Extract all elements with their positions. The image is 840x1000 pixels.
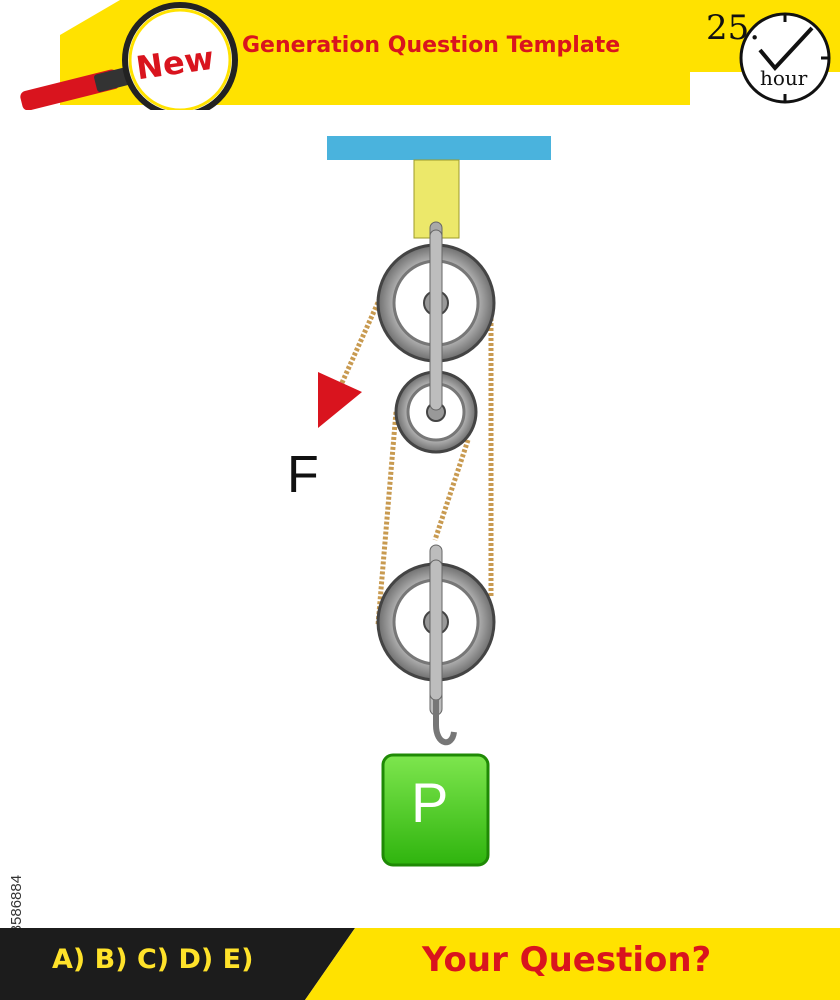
top-banner [0,0,840,110]
ceiling-beam [327,136,551,160]
clock-unit: hour [760,66,808,90]
weight-block [381,753,490,867]
question-prompt: Your Question? [422,940,712,980]
answer-options: A) B) C) D) E) [52,944,254,975]
footer-bar [0,928,840,1000]
template-title: Generation Question Template [242,33,621,58]
rope [338,296,494,626]
clock-icon [739,12,831,104]
fixed-pulley-small [394,370,478,454]
hook-icon [433,700,457,746]
stock-id: 508586884 [2,760,30,950]
force-arrow [318,372,362,428]
magnifier-icon [20,2,238,110]
force-label: F [287,446,319,504]
pulley-diagram [318,136,551,867]
banner-yellow-band [60,0,840,105]
clock-number: 25. [706,8,761,48]
weight-label: P [411,771,449,834]
